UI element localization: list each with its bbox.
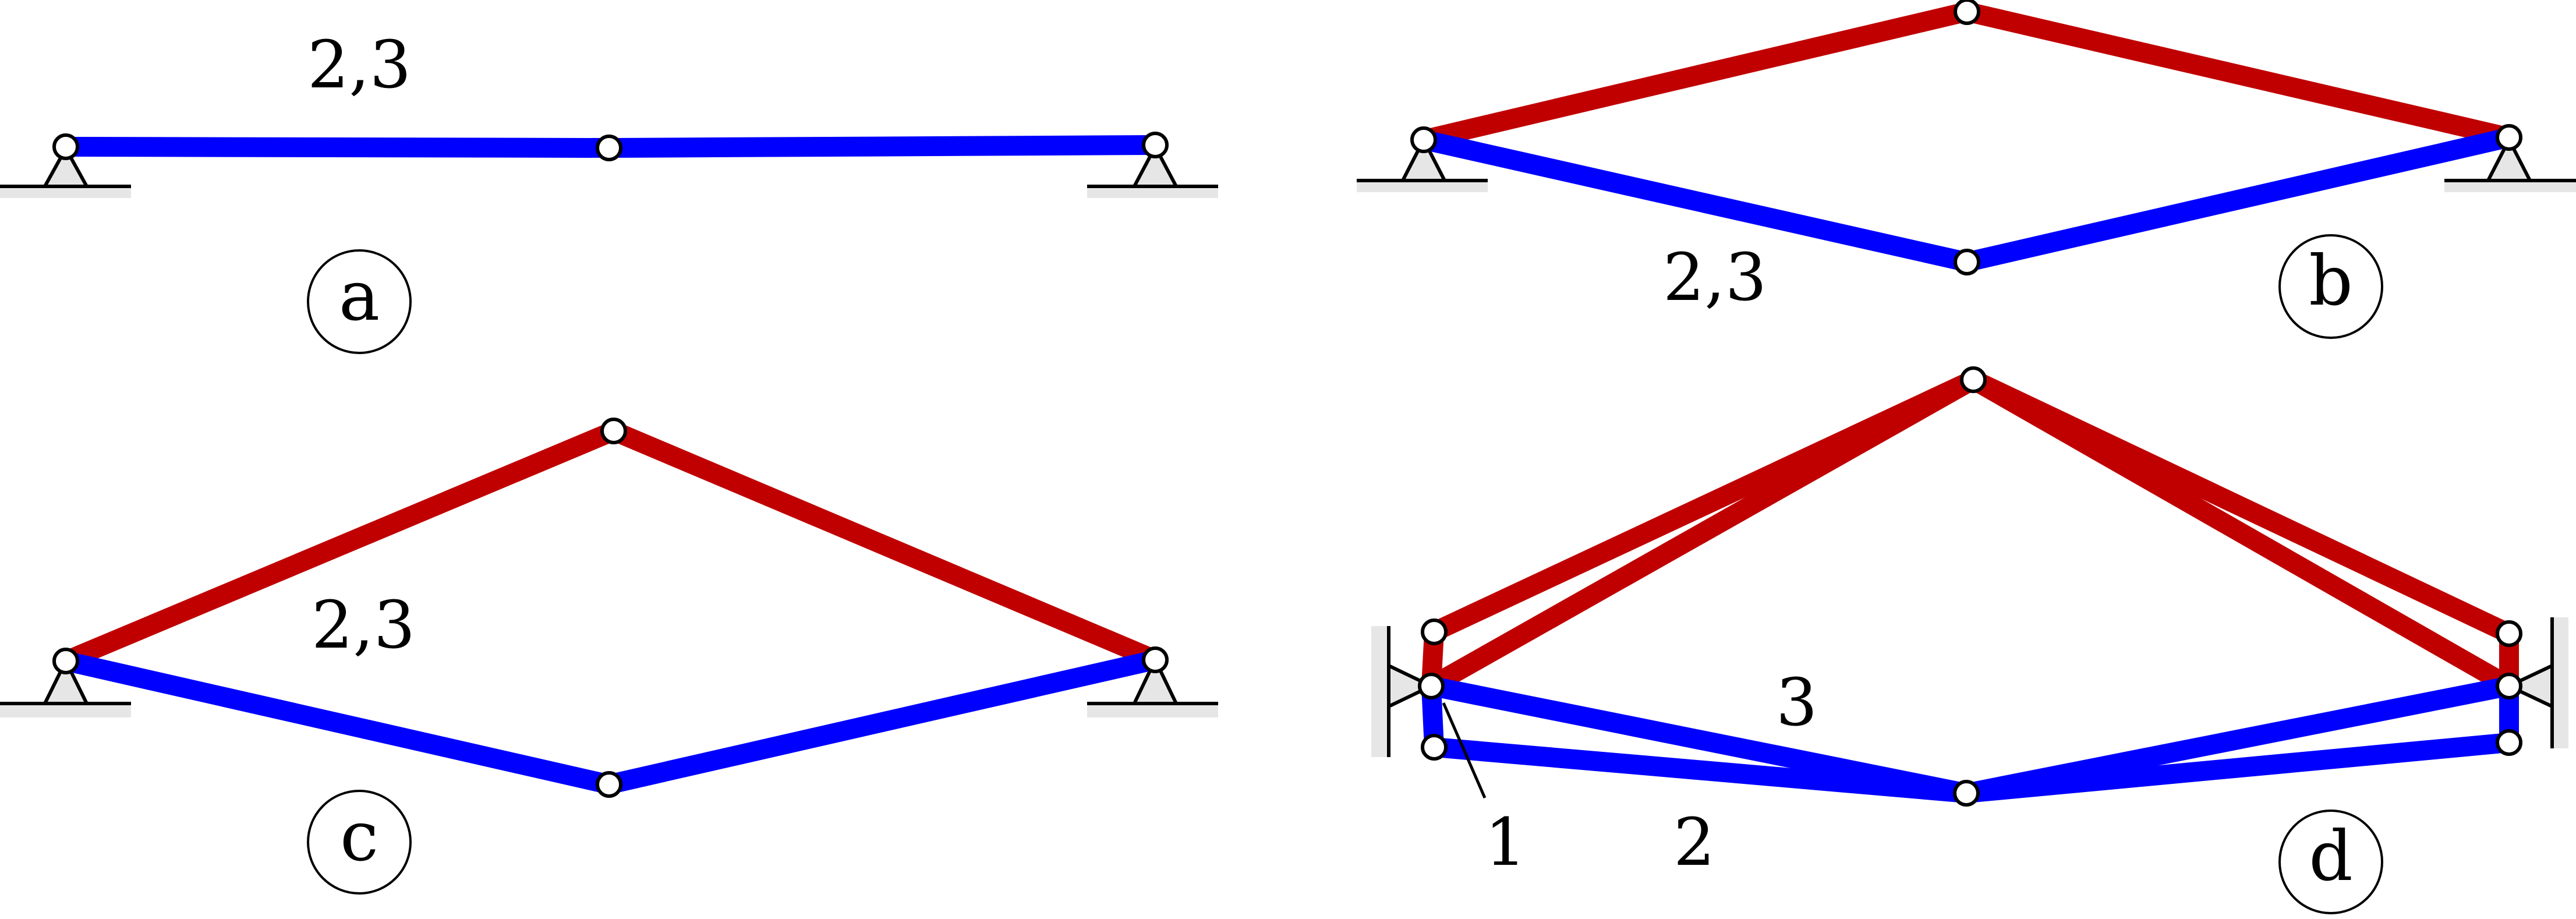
node [600,418,627,444]
leader-line-1 [1442,702,1487,798]
bar-d-blue-lower-right [1965,733,2510,803]
panel-b: 2,3 b [1357,0,2576,339]
support-left-b [1357,136,1488,192]
bar-c-bottom-left [63,651,611,794]
bar-b-bottom-right [1965,128,2511,272]
support-right-a [1087,143,1218,198]
support-right-b [2444,136,2576,192]
bar-d-blue-upper-left [1429,676,1969,803]
node [1954,249,1980,275]
node [1410,126,1437,153]
panel-a: 2,3 a [0,27,1218,354]
bar-c-bottom-right [607,650,1158,794]
panel-label-circle [2278,810,2383,914]
label-a-bars: 2,3 [307,27,411,103]
bar-b-bottom-left [1421,130,1969,272]
panel-label-a: a [339,256,380,336]
bar-b-top-right [1965,2,2511,147]
label-c-bars: 2,3 [312,588,415,663]
node [2496,620,2522,647]
node [596,135,622,161]
node [596,771,622,798]
label-b-bars: 2,3 [1663,240,1767,316]
support-left-a [0,144,131,198]
bar-a-left [65,137,610,158]
node [1142,646,1169,673]
bar-d-red-inner-left [1426,371,1979,695]
panel-d: 3 1 2 d [1371,366,2568,914]
node [1954,0,1980,25]
bar-d-blue-lower-left [1433,737,1968,803]
panel-c: 2,3 c [0,418,1218,895]
wall-support-right-d [2504,617,2568,748]
panel-label-b: b [2309,241,2353,321]
bar-c-top-left [62,422,618,670]
node [2496,673,2522,699]
node [1421,734,1448,761]
bar-d-red-inner-right [1968,371,2514,695]
node [1960,366,1987,393]
panel-label-circle [307,249,412,354]
panel-label-c: c [340,796,378,876]
wall-support-left-d [1371,626,1435,757]
bar-a-right [608,135,1156,158]
support-right-c [1087,656,1218,717]
node [1421,618,1448,645]
support-left-c [0,657,131,717]
bar-c-top-right [610,422,1159,669]
node [1953,780,1980,807]
node [52,133,79,160]
label-d-bar-2: 2 [1673,805,1715,881]
label-d-bar-3: 3 [1776,665,1817,741]
node [2496,729,2522,756]
panel-label-d: d [2309,816,2353,896]
node [1418,673,1445,699]
panel-label-circle [2278,234,2383,339]
panel-label-circle [307,790,412,895]
node [52,648,79,674]
bar-b-top-left [1421,2,1969,150]
node [2496,124,2522,151]
node [1142,132,1169,158]
label-d-bar-1: 1 [1485,805,1526,881]
